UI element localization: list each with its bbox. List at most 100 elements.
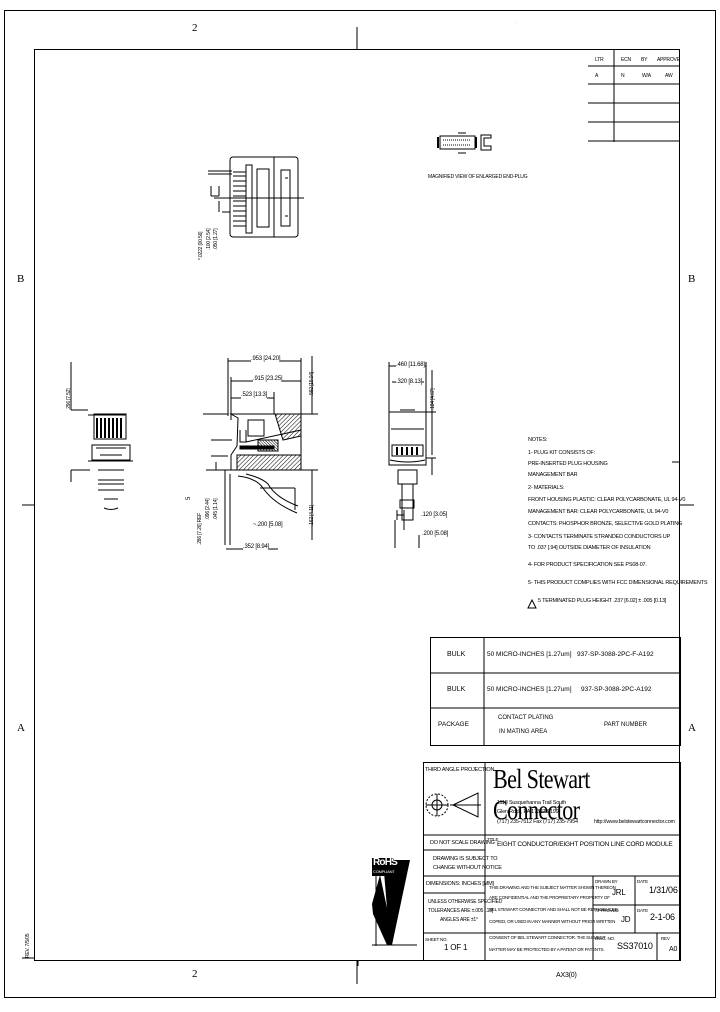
side-cable-dim: ~.200 [5.08] xyxy=(253,522,283,528)
note-line: 1- PLUG KIT CONSISTS OF: xyxy=(528,450,595,456)
end-dim-top-1: .460 [11.68] xyxy=(396,362,425,369)
side-dim-right-lower: .162 [4.11] xyxy=(309,504,315,526)
title-label: TITLE xyxy=(487,837,499,842)
dwg-no-value: SS37010 xyxy=(617,941,653,951)
date-label: DATE xyxy=(637,879,648,884)
side-dim-left-3: .045 [1.14] xyxy=(213,498,219,520)
dimensions-units: DIMENSIONS: INCHES [MM] xyxy=(426,881,494,887)
side-rev-note: REV. 7/5/05 xyxy=(25,933,31,958)
end-dim-bottom-2: .200 [5.08] xyxy=(422,531,449,537)
changes-note-1: DRAWING IS SUBJECT TO xyxy=(433,856,498,862)
drawing-title: EIGHT CONDUCTOR/EIGHT POSITION LINE CORD… xyxy=(497,841,673,848)
website-link[interactable]: http://www.belstewartconnector.com xyxy=(594,819,675,825)
side-dim-top-1: .953 [24.20] xyxy=(251,356,281,363)
dwg-no-label: DWG. NO. xyxy=(595,936,615,941)
tolerance-3: ANGLES ARE ±1° xyxy=(440,917,478,923)
proprietary-line: BEL STEWART CONNECTOR AND SHALL NOT BE R… xyxy=(489,907,619,912)
sheet-value: 1 OF 1 xyxy=(444,943,468,952)
end-view-lines xyxy=(388,362,436,548)
part-header-plating-2: IN MATING AREA xyxy=(499,729,548,735)
rohs-label: RoHS xyxy=(373,857,398,868)
contact-detail-lines xyxy=(437,132,492,154)
revision-table-lines xyxy=(588,50,680,142)
side-dim-left-2: .096 [2.44] xyxy=(205,498,211,520)
part-row-plating: 50 MICRO-INCHES [1.27um] xyxy=(487,651,572,658)
part-row-number: 937-SP-3088-2PC-F-A192 xyxy=(577,651,654,658)
side-bottom-dim: .352 [8.94] xyxy=(243,544,270,551)
end-dim-top-2: .320 [8.13] xyxy=(396,379,423,386)
end-dim-right: .184 [4.67] xyxy=(430,388,436,410)
note-line: TO .037 [.94] OUTSIDE DIAMETER OF INSULA… xyxy=(528,545,651,551)
side-dim-left-1: .286 [7.26] REF xyxy=(197,512,203,545)
zone-top-1: · xyxy=(516,20,518,25)
note-line: 3- CONTACTS TERMINATE STRANDED CONDUCTOR… xyxy=(528,534,671,540)
proprietary-line: CONSENT OF BEL STEWART CONNECTOR. THE SU… xyxy=(489,935,606,940)
rev-row-by: W/A xyxy=(642,73,651,79)
part-header-number: PART NUMBER xyxy=(604,722,648,728)
address-line-2: Glen Rock, PA 17327-9199 xyxy=(497,809,559,815)
rohs-logo-graphic xyxy=(357,860,417,966)
company-name: Bel Stewart Connector xyxy=(493,764,590,825)
address-line-3: (717) 235-7512 Fax (717) 235-7954 xyxy=(497,819,578,825)
side-datum-label: 5 xyxy=(186,496,192,500)
approved-date-value: 2-1-06 xyxy=(650,912,675,922)
rev-row-approve: AW xyxy=(665,73,673,79)
top-view-dim-3: .050 [1.27] xyxy=(213,228,219,250)
rev-row-ltr: A xyxy=(595,73,599,79)
top-view-lines xyxy=(208,156,304,238)
part-header-package: PACKAGE xyxy=(438,721,469,728)
part-row-plating: 50 MICRO-INCHES [1.27um] xyxy=(487,686,572,693)
contact-detail-caption: MAGNIFIED VIEW OF ENLARGED END-PLUG xyxy=(428,174,528,180)
address-line-1: 1118 Susquehanna Trail South xyxy=(497,800,567,806)
approved-date-label: DATE xyxy=(637,908,648,913)
side-dim-right-upper: .592 [15.04] xyxy=(309,371,315,396)
end-dim-bottom-1: .120 [3.05] xyxy=(421,512,448,518)
bottom-code: AX3(0) xyxy=(556,972,577,979)
zone-left-a: A xyxy=(17,722,25,734)
proprietary-line: COPIED, OR USED IN ANY MANNER WITHOUT PR… xyxy=(489,919,616,924)
front-view-dim: .296 [7.52] xyxy=(66,388,72,410)
note-flag-triangle xyxy=(527,598,537,609)
note-line: 2- MATERIALS: xyxy=(528,485,565,491)
note-line: PRE-INSERTED PLUG HOUSING xyxy=(528,461,608,467)
rev-row-ecn: N xyxy=(621,73,625,79)
proprietary-line: ARE CONFIDENTIAL AND THE PROPRIETARY PRO… xyxy=(489,895,610,900)
note-line: MANAGEMENT BAR xyxy=(528,472,578,478)
proprietary-line: THIS DRAWING AND THE SUBJECT MATTER SHOW… xyxy=(489,885,616,890)
date-value: 1/31/06 xyxy=(649,885,678,895)
part-header-plating-1: CONTACT PLATING xyxy=(498,715,554,721)
note-line: 5- THIS PRODUCT COMPLIES WITH FCC DIMENS… xyxy=(528,580,708,586)
zone-left-b: B xyxy=(17,273,25,285)
rev-header-approve: APPROVE xyxy=(657,57,680,63)
approved-value: JD xyxy=(621,915,631,924)
zone-bottom-2: 2 xyxy=(192,968,198,980)
drawn-value: JRL xyxy=(612,888,626,897)
tolerance-2: TOLERANCES ARE ±.005 [.13] xyxy=(428,908,493,914)
zone-right-b: B xyxy=(688,273,696,285)
title-block-lines xyxy=(423,762,681,961)
zone-top-2: 2 xyxy=(192,22,198,34)
top-view-dim-2: .100 [2.54] xyxy=(206,228,212,250)
note-line: FRONT HOUSING PLASTIC: CLEAR POLYCARBONA… xyxy=(528,497,686,503)
side-dim-top-3: .523 [13.3] xyxy=(241,392,268,399)
note-line: CONTACTS: PHOSPHOR BRONZE, SELECTIVE GOL… xyxy=(528,521,683,527)
proprietary-line: MATTER MAY BE PROTECTED BY A PATENT OR P… xyxy=(489,947,605,952)
do-not-scale: DO NOT SCALE DRAWING xyxy=(430,840,495,846)
note-line: MANAGEMENT BAR: CLEAR POLYCARBONATE, UL … xyxy=(528,509,669,515)
rev-header-ecn: ECN xyxy=(621,57,631,63)
sheet-label: SHEET NO. xyxy=(425,937,448,942)
rohs-sub: COMPLIANT xyxy=(373,869,395,874)
part-row-package: BULK xyxy=(447,686,466,693)
drawn-label: DRAWN BY xyxy=(595,879,618,884)
approved-label: APPROVED xyxy=(595,908,619,913)
note-line: 5 TERMINATED PLUG HEIGHT .237 [6.02] ± .… xyxy=(538,598,667,604)
part-table-lines xyxy=(430,637,681,746)
rev-value: A0 xyxy=(669,946,678,953)
notes-title: NOTES: xyxy=(528,437,548,443)
projection-label: THIRD ANGLE PROJECTION xyxy=(425,767,495,773)
side-section-lines xyxy=(203,356,318,550)
top-view-dim-1: *.0222 [00.56] xyxy=(198,231,204,260)
note-line: 4- FOR PRODUCT SPECIFICATION SEE PS08-07… xyxy=(528,562,647,568)
rohs-label-bg xyxy=(372,858,394,876)
rev-label: REV xyxy=(661,936,670,941)
